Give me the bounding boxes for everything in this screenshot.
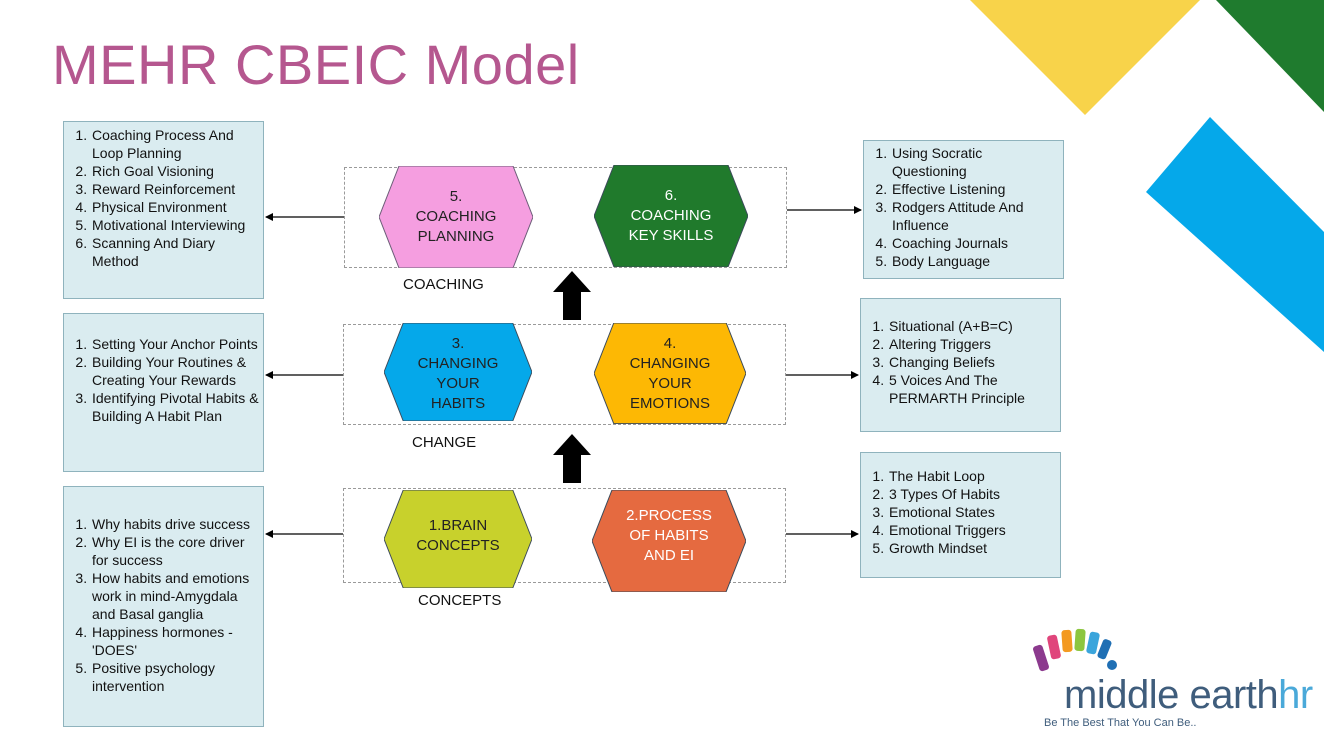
hex-label: 3. CHANGING YOUR HABITS (417, 335, 499, 412)
hex-label: 6. COACHING KEY SKILLS (628, 187, 714, 244)
page-title: MEHR CBEIC Model (52, 33, 580, 96)
list-item: The Habit Loop (888, 467, 1056, 485)
list-item: Why habits drive success (91, 515, 259, 533)
list-item: Physical Environment (91, 198, 259, 216)
list-item: Setting Your Anchor Points (91, 335, 259, 353)
green-triangle (1216, 0, 1324, 112)
hex-process-habits-ei: 2.PROCESS OF HABITS AND EI (592, 490, 746, 592)
list-item: Growth Mindset (888, 539, 1056, 557)
hexagon-shape (594, 165, 748, 267)
logo-tagline: Be The Best That You Can Be.. (1044, 717, 1197, 729)
section-label-change: CHANGE (412, 434, 477, 451)
hex-changing-habits: 3. CHANGING YOUR HABITS (384, 323, 532, 425)
logo-mark-icon (1033, 628, 1117, 672)
section-label-concepts: CONCEPTS (418, 592, 502, 609)
hex-coaching-key-skills: 6. COACHING KEY SKILLS (594, 165, 748, 267)
blue-stripe (1146, 117, 1324, 352)
logo-name-accent: hr (1278, 673, 1313, 717)
list-item: Positive psychology intervention (91, 659, 259, 695)
list-item: 3 Types Of Habits (888, 485, 1056, 503)
coaching-left-list: Coaching Process And Loop PlanningRich G… (63, 121, 264, 299)
logo-name: middle earth (1064, 673, 1279, 717)
hexagon-shape (594, 323, 746, 424)
company-logo: middle earthhr Be The Best That You Can … (1028, 625, 1318, 735)
hex-changing-emotions: 4. CHANGING YOUR EMOTIONS (594, 323, 746, 425)
concepts-left-list: Why habits drive successWhy EI is the co… (63, 486, 264, 727)
hex-coaching-planning: 5. COACHING PLANNING (379, 166, 533, 268)
list-item: Building Your Routines & Creating Your R… (91, 353, 259, 389)
list-item: Coaching Journals (891, 234, 1059, 252)
hex-brain-concepts: 1.BRAIN CONCEPTS (384, 490, 532, 589)
list-item: Coaching Process And Loop Planning (91, 126, 259, 162)
coaching-frame (344, 167, 787, 268)
logo-wordmark: middle earthhr (1064, 673, 1313, 718)
list-item: Using Socratic Questioning (891, 144, 1059, 180)
hexagon-shape (384, 490, 532, 589)
list-item: Rodgers Attitude And Influence (891, 198, 1059, 234)
concepts-frame (343, 488, 786, 583)
list-item: Emotional States (888, 503, 1056, 521)
list-item: Altering Triggers (888, 335, 1056, 353)
list-item: Body Language (891, 252, 1059, 270)
change-right-list: Situational (A+B=C)Altering TriggersChan… (860, 298, 1061, 432)
up-arrow-lower (553, 434, 591, 483)
list-item: Motivational Interviewing (91, 216, 259, 234)
change-left-list: Setting Your Anchor PointsBuilding Your … (63, 313, 264, 472)
hexagon-shape (384, 323, 532, 422)
hex-label: 1.BRAIN CONCEPTS (416, 517, 500, 554)
list-item: 5 Voices And The PERMARTH Principle (888, 371, 1056, 407)
yellow-triangle (970, 0, 1200, 115)
list-item: Changing Beliefs (888, 353, 1056, 371)
list-item: Identifying Pivotal Habits & Building A … (91, 389, 259, 425)
change-frame (343, 324, 786, 425)
hexagon-shape (592, 490, 746, 592)
list-item: Reward Reinforcement (91, 180, 259, 198)
section-label-coaching: COACHING (403, 276, 484, 293)
list-item: Why EI is the core driver for success (91, 533, 259, 569)
list-item: Scanning And Diary Method (91, 234, 259, 270)
hex-label: 5. COACHING PLANNING (415, 188, 497, 245)
list-item: Rich Goal Visioning (91, 162, 259, 180)
list-item: Situational (A+B=C) (888, 317, 1056, 335)
list-item: Emotional Triggers (888, 521, 1056, 539)
list-item: Effective Listening (891, 180, 1059, 198)
list-item: Happiness hormones - 'DOES' (91, 623, 259, 659)
concepts-right-list: The Habit Loop3 Types Of HabitsEmotional… (860, 452, 1061, 578)
list-item: How habits and emotions work in mind-Amy… (91, 569, 259, 623)
up-arrow-upper (553, 271, 591, 320)
hex-label: 2.PROCESS OF HABITS AND EI (626, 507, 712, 564)
coaching-right-list: Using Socratic QuestioningEffective List… (863, 140, 1064, 279)
hex-label: 4. CHANGING YOUR EMOTIONS (629, 335, 711, 412)
hexagon-shape (379, 166, 533, 268)
